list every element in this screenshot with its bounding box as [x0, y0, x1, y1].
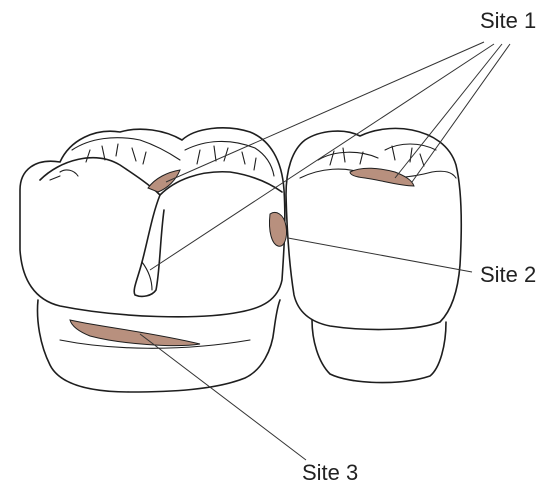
site1-leader-a — [166, 42, 484, 182]
site1-label: Site 1 — [480, 8, 536, 34]
site1-leader-c — [395, 44, 502, 178]
site1-lesion-premolar — [350, 168, 414, 186]
site1-lesion-molar — [148, 170, 180, 192]
site2-leader — [288, 238, 472, 272]
premolar-tooth — [269, 128, 461, 382]
site1-leader-d — [412, 44, 510, 182]
molar-tooth — [20, 128, 285, 392]
site3-leader — [140, 334, 306, 460]
leader-lines — [140, 42, 510, 460]
site3-label: Site 3 — [302, 460, 358, 486]
site2-label: Site 2 — [480, 262, 536, 288]
site1-leader-b — [150, 44, 494, 270]
site3-lesion — [70, 320, 200, 346]
